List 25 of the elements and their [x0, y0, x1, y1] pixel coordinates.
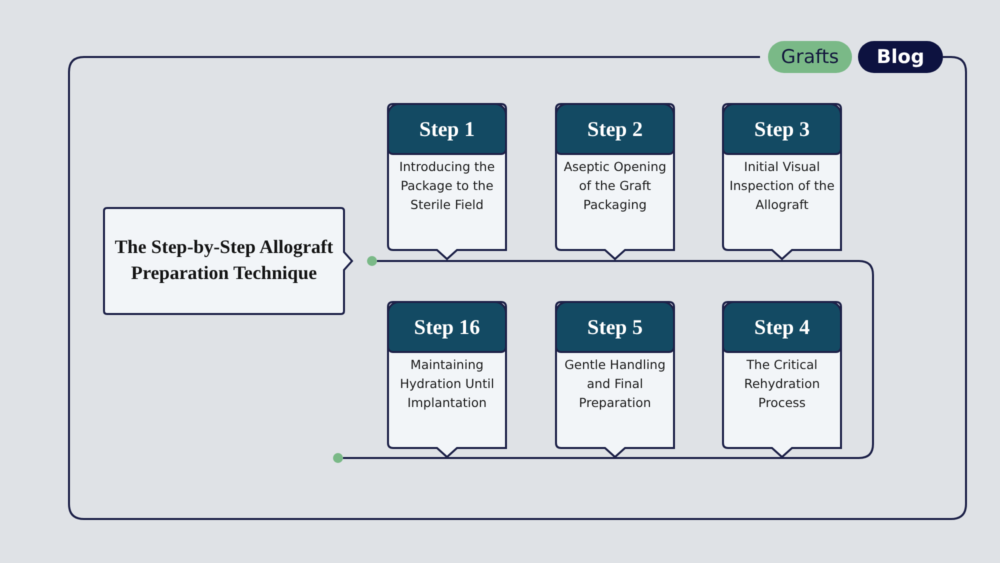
step-description: Maintaining Hydration Until Implantation: [398, 356, 496, 412]
tab-label: Grafts: [768, 41, 852, 73]
title-box: [103, 207, 353, 315]
step-heading: Step 4: [722, 301, 842, 353]
step-heading: Step 5: [555, 301, 675, 353]
step-description: The Critical Rehydration Process: [743, 356, 821, 412]
step-heading: Step 3: [722, 103, 842, 155]
step-description: Gentle Handling and Final Preparation: [563, 356, 667, 412]
step-heading: Step 16: [387, 301, 507, 353]
timeline-line: [343, 260, 874, 459]
step-card: [555, 103, 675, 260]
step-card: [387, 301, 507, 458]
tab-label: Blog: [858, 41, 943, 73]
step-heading: Step 1: [387, 103, 507, 155]
step-description: Introducing the Package to the Sterile Field: [398, 158, 496, 214]
step-description: Initial Visual Inspection of the Allograft: [728, 158, 836, 214]
step-heading: Step 2: [555, 103, 675, 155]
step-card: [555, 301, 675, 458]
circle-marker: [367, 256, 377, 266]
step-description: Aseptic Opening of the Graft Packaging: [562, 158, 668, 214]
step-card: [722, 103, 842, 260]
step-card: [722, 301, 842, 458]
circle-marker: [333, 453, 343, 463]
title-text: The Step-by-Step Allograft Preparation Technique: [114, 236, 334, 286]
step-card: [387, 103, 507, 260]
